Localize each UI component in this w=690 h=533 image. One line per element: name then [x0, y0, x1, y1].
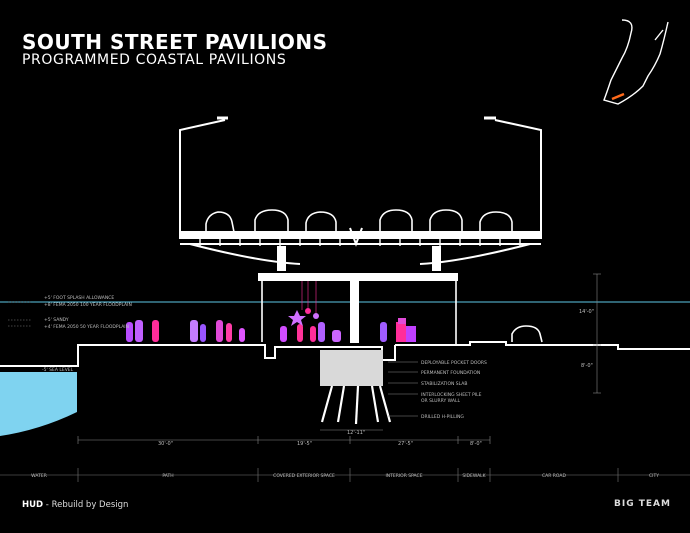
- zone-bar: [0, 468, 690, 482]
- water-body: [0, 372, 77, 436]
- dim-interior: 27'-5": [398, 441, 413, 447]
- annotation-doors: DEPLOYABLE POCKET DOORS: [421, 360, 487, 366]
- zone-path: PATH: [162, 473, 173, 479]
- deck-ribs: [199, 238, 521, 246]
- locator-highlight: [611, 92, 625, 101]
- ground-line: [0, 341, 690, 367]
- zone-car-road: CAR ROAD: [542, 473, 566, 479]
- dim-sidewalk: 8'-0": [470, 441, 482, 447]
- annotation-slab: STABILIZATION SLAB: [421, 381, 467, 387]
- kites: [288, 281, 319, 326]
- zone-sidewalk: SIDEWALK: [462, 473, 486, 479]
- locator-map: [603, 19, 669, 105]
- width-dimensions: [77, 429, 491, 444]
- foundation: [320, 350, 392, 425]
- height-dimensions: [593, 273, 601, 394]
- level-sandy: +5' SANDY: [44, 317, 69, 323]
- construction-annotations: DEPLOYABLE POCKET DOORS PERMANENT FOUNDA…: [388, 360, 487, 420]
- level-splash: +5' FOOT SPLASH ALLOWANCE: [44, 295, 114, 301]
- people: [126, 318, 416, 342]
- footer-separator: -: [43, 500, 52, 510]
- footer-tagline: Rebuild by Design: [51, 500, 129, 510]
- team-logo: BIG TEAM: [614, 499, 671, 509]
- annotation-slurry: OR SLURRY WALL: [421, 398, 460, 404]
- highway-cars: [205, 209, 513, 233]
- level-sea: -5' SEA LEVEL: [42, 367, 74, 373]
- zone-covered: COVERED EXTERIOR SPACE: [273, 473, 335, 479]
- level-fema2050: +8' FEMA 2050 100 YEAR FLOODPLAIN: [44, 302, 132, 308]
- dim-covered: 19'-5": [297, 441, 312, 447]
- footer-credit: HUD - Rebuild by Design: [22, 500, 128, 510]
- page-subtitle: PROGRAMMED COASTAL PAVILIONS: [22, 52, 287, 68]
- height-upper: 14'-0": [579, 309, 594, 315]
- annotation-sheet-pile: INTERLOCKING SHEET PILE: [421, 392, 482, 398]
- dim-foundation: 12'-11": [347, 430, 365, 436]
- highway-deck: [179, 227, 542, 265]
- pavilion-structure: [258, 273, 458, 361]
- zone-labels: WATER PATH COVERED EXTERIOR SPACE INTERI…: [31, 473, 659, 479]
- zone-interior: INTERIOR SPACE: [385, 473, 422, 479]
- level-labels: +5' FOOT SPLASH ALLOWANCE +8' FEMA 2050 …: [8, 295, 132, 373]
- height-lower: 8'-0": [581, 363, 593, 369]
- street-car: [511, 325, 543, 343]
- dim-path: 30'-0": [158, 441, 173, 447]
- zone-city: CITY: [649, 473, 659, 479]
- page-title: SOUTH STREET PAVILIONS: [22, 30, 328, 54]
- zone-water: WATER: [31, 473, 47, 479]
- level-fema50: +4' FEMA 2050 50 YEAR FLOODPLAIN: [44, 324, 129, 330]
- annotation-piling: DRILLED H-PILLING: [421, 414, 464, 420]
- street-lamps: [179, 116, 542, 232]
- highway-piers: [277, 246, 441, 271]
- annotation-foundation: PERMANENT FOUNDATION: [421, 370, 480, 376]
- footer-brand: HUD: [22, 500, 44, 510]
